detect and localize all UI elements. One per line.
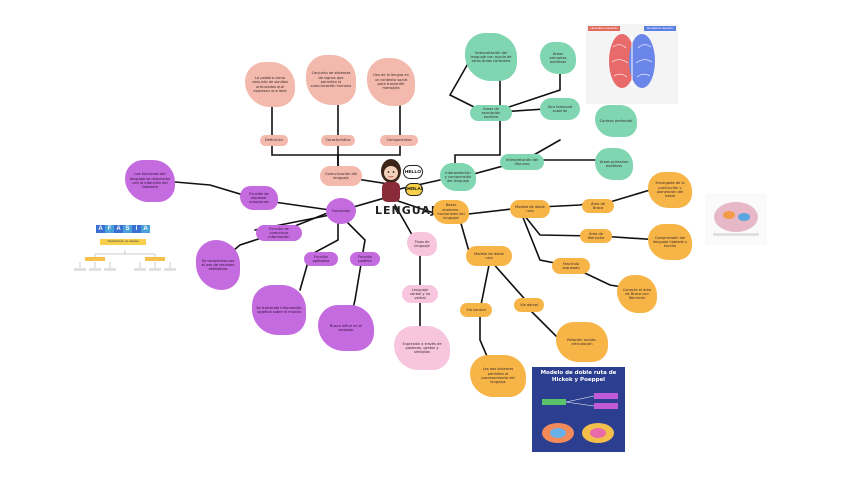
- dual-route-model-panel: Modelo de doble ruta de Hickok y Poeppel: [532, 367, 625, 452]
- definition-blob: La palabra como conjunto de sonidos arti…: [245, 62, 295, 107]
- types-node: Tipos de lenguaje: [407, 232, 437, 256]
- teal-blob: Áreas primarias auditivas: [595, 148, 633, 180]
- purple-blob: Se transmite información objetiva sobre …: [252, 285, 306, 335]
- aphasia-letter: A: [96, 225, 105, 233]
- purple-node: Función apelativa: [304, 252, 338, 266]
- teal-node: Áreas de asociación auditiva: [470, 105, 512, 121]
- aphasia-letter: S: [123, 225, 132, 233]
- broca-node: Área de Broca: [582, 199, 614, 213]
- arcuate-node: Fascículo arqueado: [552, 258, 590, 274]
- aphasia-panel: A F A S I A Clasificación de afasias: [96, 225, 150, 249]
- dual-route-diagram-icon: [542, 393, 618, 443]
- orange-blob: Los dos sistemas permiten el procesamien…: [470, 355, 526, 397]
- pink-node: Lenguaje verbal y no verbal: [402, 285, 438, 303]
- teal-node: Interpretación del discurso: [500, 154, 544, 170]
- aphasia-tree-icon: [74, 250, 176, 271]
- model-title: Modelo de doble ruta de Hickok y Poeppel: [540, 370, 617, 383]
- brain-hemispheres-panel: Hemisferio izquierdo Hemisferio derecho: [586, 24, 678, 104]
- wernicke-node: Área de Wernicke: [580, 229, 612, 243]
- purple-blob: Se caracteriza por el uso de recursos es…: [196, 240, 240, 290]
- orange-blob: Encargada de la producción y planeación …: [648, 172, 692, 208]
- dorsal-node: Vía dorsal: [514, 298, 544, 312]
- hello-bubble: HELLO: [403, 165, 423, 179]
- functions-node: Funciones: [326, 198, 356, 224]
- anatomic-bases-node: Bases anatomo-funcionales del lenguaje: [433, 200, 469, 224]
- purple-node: Función poética: [350, 252, 380, 266]
- definition-blob: Conjunto de sistemas de signos que permi…: [306, 55, 356, 105]
- teal-blob: Interpretación del lenguaje con ayuda de…: [465, 33, 517, 81]
- aphasia-letter: F: [105, 225, 114, 233]
- brain-areas-panel: [705, 193, 767, 245]
- orange-blob: Comprensión del lenguaje hablado y escri…: [648, 224, 692, 260]
- orange-node: Modelo de doble ruta: [466, 246, 512, 266]
- purple-blob: Busca influir en el receptor: [318, 305, 374, 351]
- aphasia-letter: A: [141, 225, 150, 233]
- hola-bubble: ¡HOLA!: [405, 183, 423, 196]
- orange-blob: Conecta el área de Broca con Wernicke: [617, 275, 657, 313]
- brain-areas-icon: [713, 202, 759, 236]
- characteristic-label: Característica: [321, 135, 355, 146]
- purple-blob: Función de expresar emociones: [240, 186, 278, 210]
- page-title: LENGUAJE: [375, 204, 445, 217]
- definition-blob: Uso de la lengua en un contexto social p…: [367, 58, 415, 106]
- definition-label: Definición: [260, 135, 288, 146]
- brain-icon: [609, 34, 655, 88]
- ventral-node: Vía ventral: [460, 303, 492, 317]
- orange-blob: Relación sonido-articulación: [556, 322, 608, 362]
- teal-blob: Corteza prefrontal: [595, 105, 637, 137]
- orange-node: Modelo de doble ruta: [510, 200, 550, 218]
- pink-blob: Expresión a través de palabras, gestos y…: [394, 326, 450, 370]
- purple-blob: Las funciones del lenguaje se relacionan…: [125, 160, 175, 202]
- teal-blob: Áreas primarias auditivas: [540, 42, 576, 74]
- interpretation-node: Interpretación y comprensión del lenguaj…: [440, 163, 476, 191]
- aphasia-subtitle: Clasificación de afasias: [100, 239, 146, 245]
- communication-node: Comunicación del lenguaje: [320, 166, 362, 186]
- aphasia-letter: A: [114, 225, 123, 233]
- teal-node: Giro temporal superior: [540, 98, 580, 120]
- purple-node: Función de comunicar información: [256, 225, 302, 241]
- left-hemisphere-label: Hemisferio izquierdo: [588, 26, 620, 31]
- right-hemisphere-label: Hemisferio derecho: [644, 26, 676, 31]
- components-label: Componentes: [380, 135, 418, 146]
- speaker-figure-icon: [381, 159, 401, 202]
- aphasia-letter: I: [132, 225, 141, 233]
